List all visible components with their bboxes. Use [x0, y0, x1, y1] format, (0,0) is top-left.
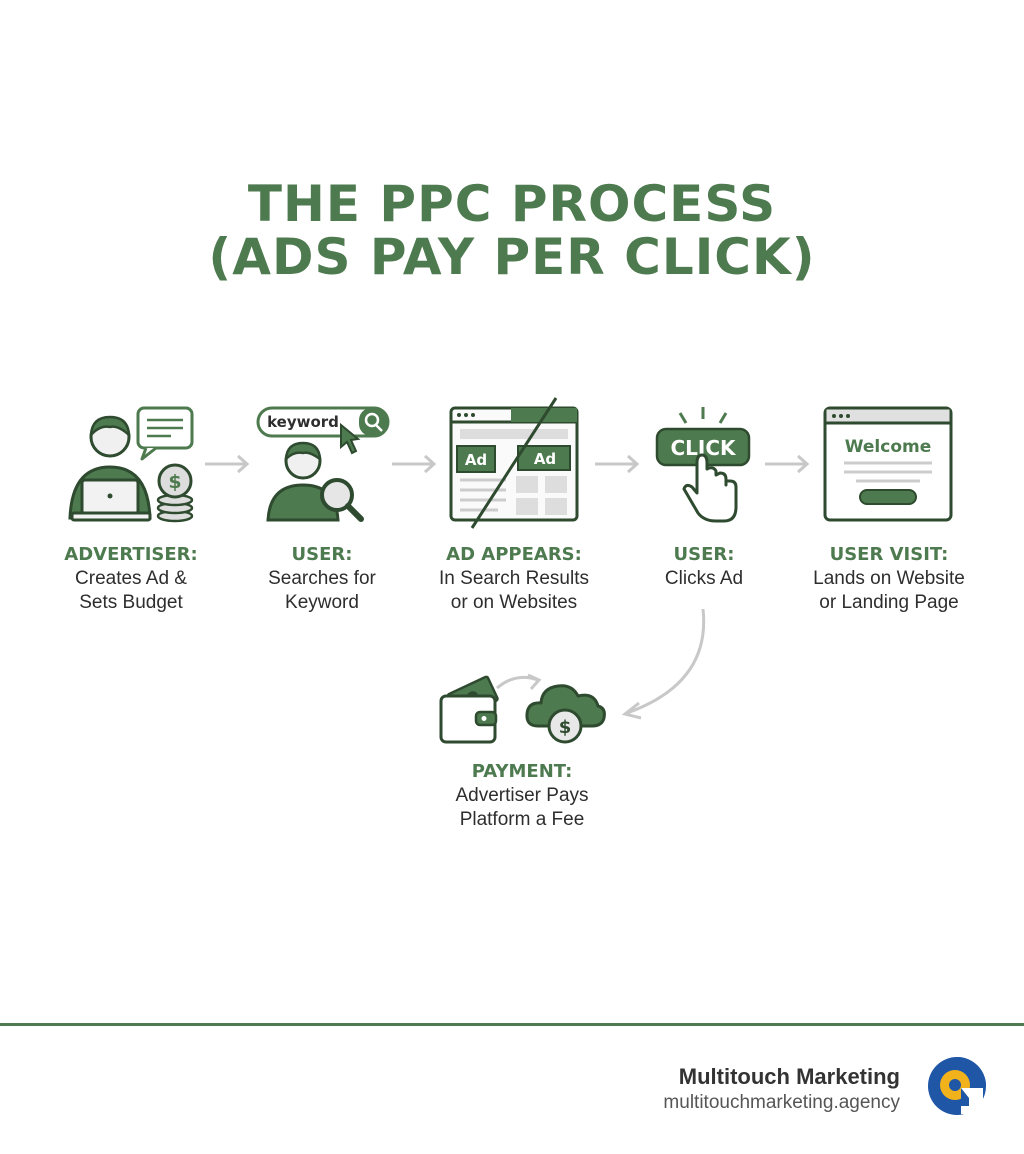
payment-label: PAYMENT: — [471, 761, 573, 782]
click-icon: CLICK — [655, 407, 751, 523]
brand-url: multitouchmarketing.agency — [663, 1092, 900, 1113]
svg-text:$: $ — [168, 471, 181, 493]
ad-label-left: Ad — [465, 451, 487, 469]
wallet-icon — [439, 675, 499, 744]
step-desc-advertiser-line2: Sets Budget — [79, 592, 183, 613]
brand-name: Multitouch Marketing — [678, 1064, 900, 1089]
brand-block: Multitouch Marketing multitouchmarketing… — [663, 1064, 900, 1114]
curved-arrow-to-payment — [621, 608, 706, 720]
cloud-payment-icon: $ — [525, 684, 606, 744]
arrow-1 — [205, 454, 250, 474]
step-label-user-search: USER: — [291, 544, 353, 565]
diagram-title-line1: THE PPC PROCESS — [247, 175, 777, 233]
advertiser-icon: $ — [68, 406, 194, 523]
step-desc-user-click-line1: Clicks Ad — [664, 568, 744, 589]
arrow-4 — [765, 454, 810, 474]
step-desc-user-visit-line2: or Landing Page — [819, 592, 959, 613]
arrow-3 — [595, 454, 640, 474]
step-desc-advertiser-line1: Creates Ad & — [75, 568, 187, 589]
ad-label-right: Ad — [534, 450, 556, 468]
search-keyword-text: keyword — [267, 413, 339, 431]
brand-logo-icon — [928, 1057, 986, 1115]
landing-page-icon: Welcome — [823, 406, 953, 522]
footer-divider — [0, 1023, 1024, 1026]
step-desc-user-visit-line1: Lands on Website — [813, 568, 965, 589]
step-desc-ad-appears-line2: or on Websites — [450, 592, 578, 613]
svg-text:$: $ — [559, 717, 572, 738]
ad-appears-icon: Ad Ad — [449, 397, 579, 529]
payment-desc-line1: Advertiser Pays — [455, 785, 589, 806]
arrow-2 — [392, 454, 437, 474]
step-label-user-visit: USER VISIT: — [829, 544, 949, 565]
payment-desc-line2: Platform a Fee — [459, 809, 585, 830]
step-label-user-click: USER: — [673, 544, 735, 565]
step-desc-user-search-line2: Keyword — [285, 592, 359, 613]
transfer-arrow — [496, 673, 542, 690]
step-desc-ad-appears-line1: In Search Results — [439, 568, 589, 589]
user-search-icon: keyword — [256, 406, 390, 522]
step-label-advertiser: ADVERTISER: — [64, 544, 198, 565]
step-label-ad-appears: AD APPEARS: — [446, 544, 582, 565]
welcome-text: Welcome — [845, 437, 932, 457]
step-desc-user-search-line1: Searches for — [268, 568, 376, 589]
diagram-title-line2: (ADS PAY PER CLICK) — [208, 228, 816, 286]
